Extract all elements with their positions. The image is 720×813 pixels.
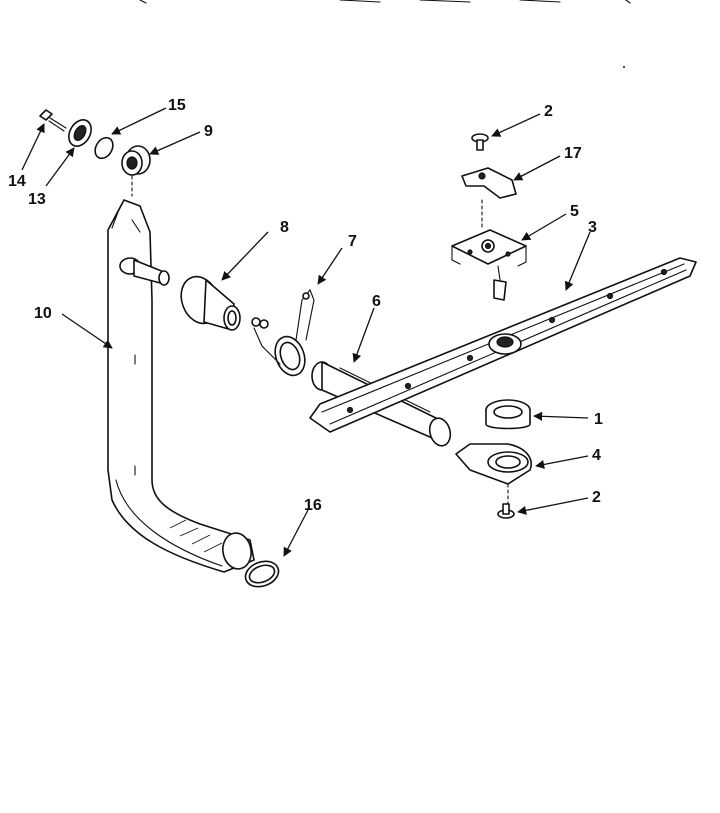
part-1-hub-ring [485, 399, 531, 430]
callout-1: 1 [594, 411, 603, 428]
part-16-o-ring [244, 560, 280, 588]
leader-lines [21, 107, 591, 557]
callout-labels: 14 13 15 9 10 8 7 6 2 17 5 3 1 4 2 16 [8, 97, 603, 514]
callout-2-top: 2 [544, 103, 553, 120]
callout-10: 10 [34, 305, 52, 322]
callout-16: 16 [304, 497, 322, 514]
callout-5: 5 [570, 203, 579, 220]
callout-2-bottom: 2 [592, 489, 601, 506]
callout-13: 13 [28, 191, 46, 208]
part-8-boot [180, 275, 241, 331]
scan-artifacts [139, 0, 631, 68]
part-9-bearing [121, 145, 151, 197]
callout-17: 17 [564, 145, 582, 162]
part-15-o-ring [94, 136, 114, 160]
part-5-bracket [451, 229, 527, 301]
callout-14: 14 [8, 173, 26, 190]
part-7-clamp [251, 288, 315, 377]
part-4-lower-hub [455, 443, 532, 507]
part-2-screw-bottom [497, 503, 515, 519]
part-10-supply-tube [107, 199, 255, 573]
callout-3: 3 [588, 219, 597, 236]
callout-15: 15 [168, 97, 186, 114]
callout-6: 6 [372, 293, 381, 310]
part-17-clip [461, 167, 517, 231]
part-3-spray-arm [309, 257, 697, 433]
part-14-screw [39, 109, 67, 132]
callout-9: 9 [204, 123, 213, 140]
callout-4: 4 [592, 447, 601, 464]
callout-8: 8 [280, 219, 289, 236]
part-13-nut [68, 119, 92, 147]
part-2-screw-top [471, 133, 489, 151]
callout-7: 7 [348, 233, 357, 250]
